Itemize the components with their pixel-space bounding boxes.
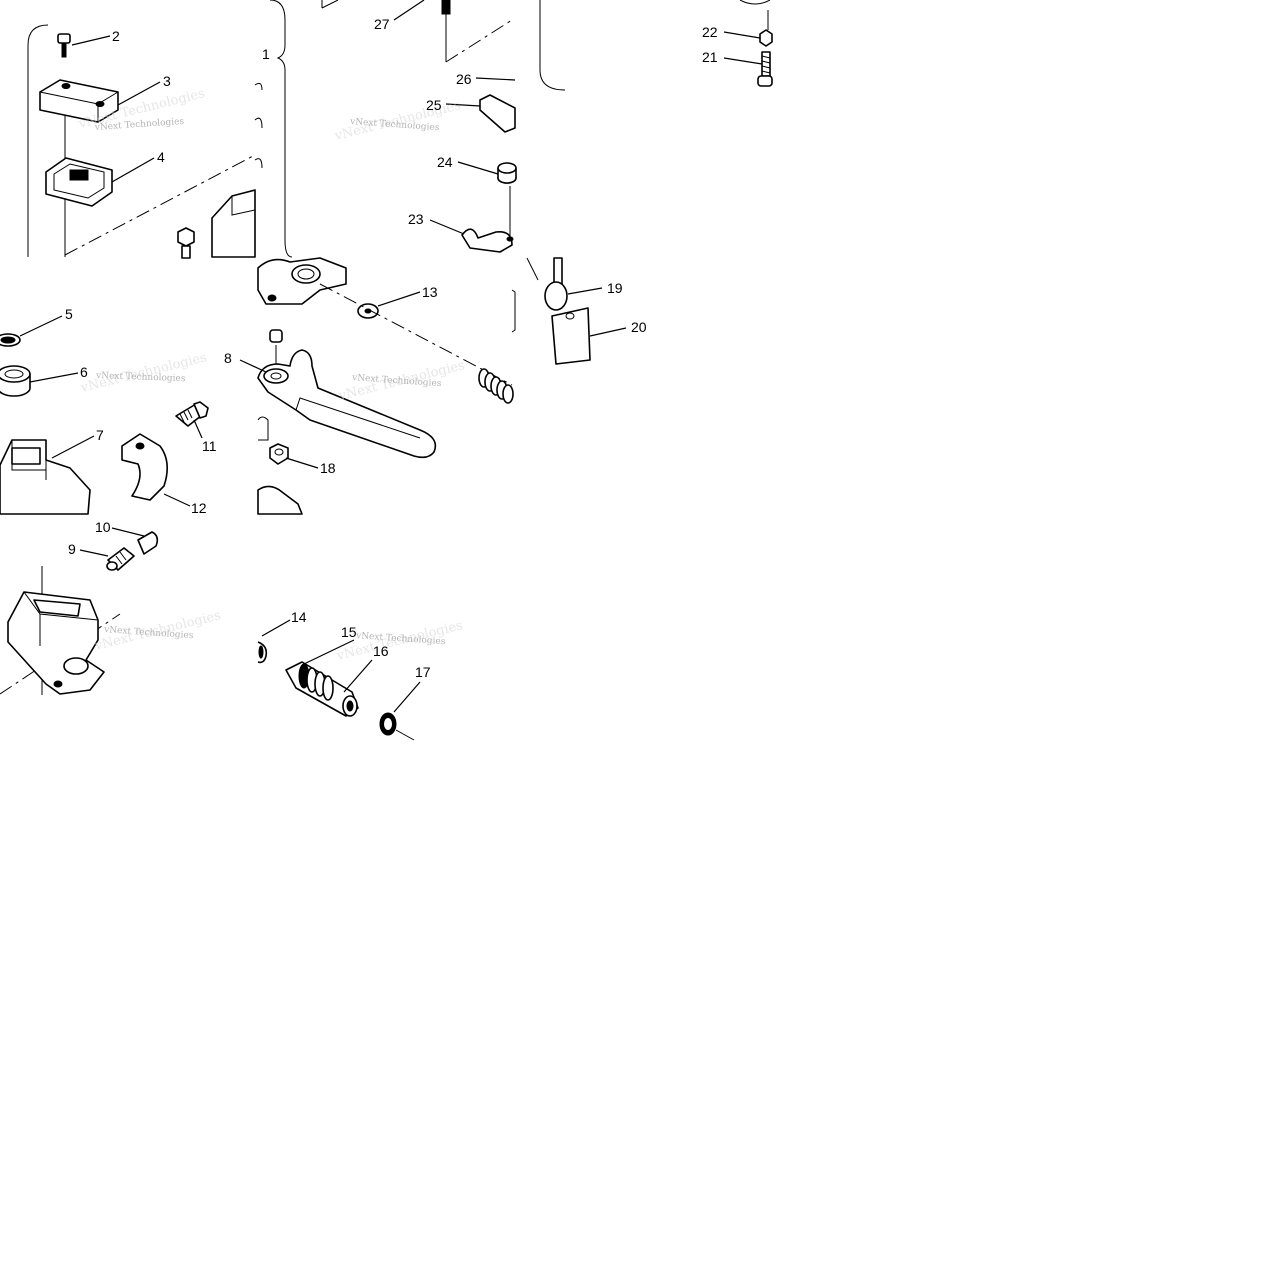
tile-key-tag [526, 257, 591, 365]
tile-fasteners [539, 0, 773, 91]
brake-lever-part [257, 349, 437, 459]
callout-19: 19 [607, 280, 623, 296]
clamp-bolt-part [175, 401, 209, 427]
callout-labels: 1 2 3 4 5 6 7 8 9 10 11 12 13 14 15 16 1… [65, 16, 718, 680]
callout-14: 14 [291, 609, 307, 625]
leader-lines [19, 0, 763, 713]
callout-24: 24 [437, 154, 453, 170]
bleeder-cap-part [137, 531, 159, 555]
handlebar-clamp-part [121, 433, 168, 501]
callout-11: 11 [202, 438, 217, 454]
key-part [544, 257, 568, 311]
callout-1: 1 [262, 46, 270, 62]
callout-26: 26 [456, 71, 472, 87]
callout-22: 22 [702, 24, 718, 40]
seal-part [0, 333, 21, 347]
master-cylinder-body-part [0, 439, 91, 515]
bushing-ring-part [0, 365, 31, 397]
callout-7: 7 [96, 427, 104, 443]
callout-21: 21 [702, 49, 718, 65]
bushing-part [497, 162, 517, 184]
callout-16: 16 [373, 643, 389, 659]
callout-17: 17 [415, 664, 431, 680]
callout-10: 10 [95, 519, 111, 535]
diaphragm-part [45, 157, 113, 207]
tile-reservoir-housing [0, 531, 159, 695]
callout-6: 6 [80, 364, 88, 380]
nut-part [759, 29, 773, 47]
callout-15: 15 [341, 624, 357, 640]
tile-reservoir-cover [27, 24, 256, 259]
tile-brake-lever [257, 257, 516, 515]
callout-18: 18 [320, 460, 336, 476]
piston-part [285, 661, 359, 717]
cover-screw-part [57, 33, 71, 58]
lock-nut-part [269, 443, 289, 465]
hex-bolt-part [177, 227, 195, 259]
callout-20: 20 [631, 319, 647, 335]
callout-9: 9 [68, 541, 76, 557]
callout-12: 12 [191, 500, 207, 516]
tile-master-cylinder [0, 333, 209, 515]
callout-13: 13 [422, 284, 438, 300]
screw-part [757, 51, 773, 87]
callout-8: 8 [224, 350, 232, 366]
bleeder-screw-part [106, 547, 135, 571]
tile-piston-assembly [257, 641, 415, 741]
callout-2: 2 [112, 28, 120, 44]
callout-23: 23 [408, 211, 424, 227]
reservoir-cover-part [39, 79, 119, 123]
washer-part [357, 303, 379, 319]
callout-5: 5 [65, 306, 73, 322]
piston-seal-part [379, 712, 397, 736]
callout-4: 4 [157, 149, 165, 165]
callout-27: 27 [374, 16, 390, 32]
watermark-text: vNext Technologies [95, 371, 186, 384]
tile-handlebar-bracket [254, 0, 517, 258]
key-tag-part [551, 307, 591, 365]
callout-25: 25 [426, 97, 442, 113]
return-spring-part [478, 368, 514, 404]
callout-3: 3 [163, 73, 171, 89]
